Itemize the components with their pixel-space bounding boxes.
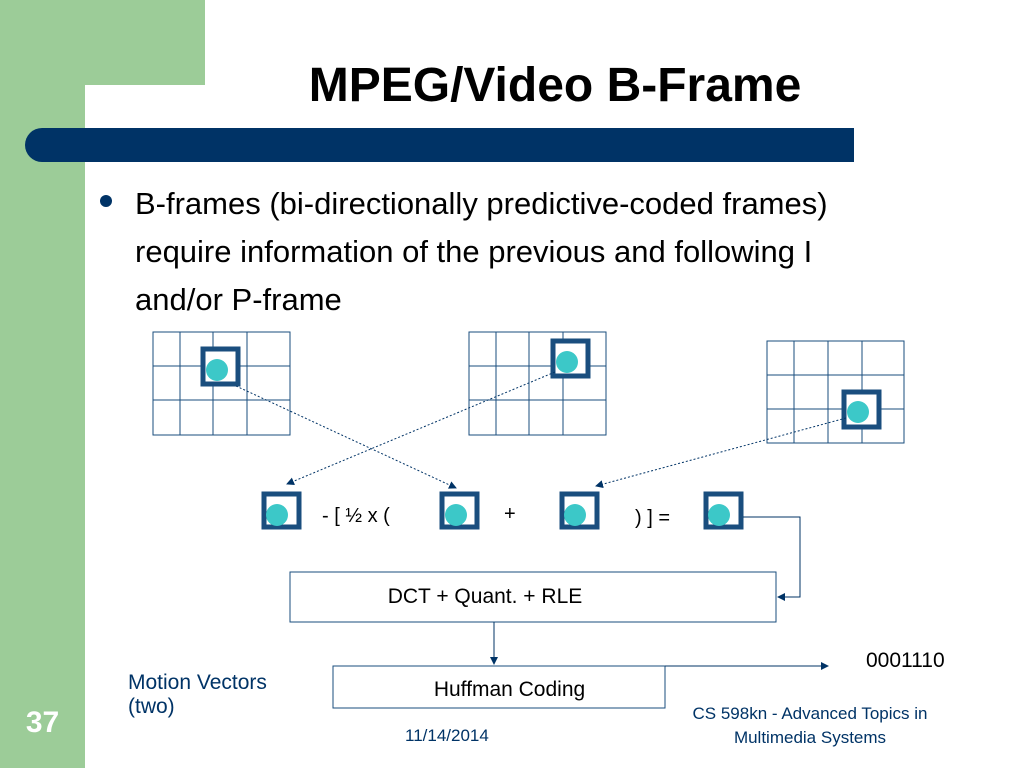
result-to-dct-arrow xyxy=(743,516,801,601)
slide-title: MPEG/Video B-Frame xyxy=(308,59,802,112)
previous-frame-macroblock xyxy=(200,346,241,387)
dct-box-label: DCT + Quant. + RLE xyxy=(387,585,583,608)
motion-arrow-next xyxy=(595,417,847,489)
corner-decorative-block xyxy=(85,0,205,85)
next-frame-macroblock xyxy=(841,389,882,430)
motion-arrow-previous xyxy=(235,385,457,489)
formula-block-previous xyxy=(439,491,480,530)
bullet-icon xyxy=(100,195,112,207)
dct-box xyxy=(289,571,777,623)
title-underline-bar xyxy=(25,128,854,162)
bullet-text: B-frames (bi-directionally predictive-co… xyxy=(135,186,828,317)
footer-date: 11/14/2014 xyxy=(405,726,489,745)
motion-vectors-label: Motion Vectors (two) xyxy=(128,671,267,718)
footer-course: CS 598kn - Advanced Topics in Multimedia… xyxy=(692,704,928,747)
next-frame-grid xyxy=(766,340,905,444)
motion-arrow-current xyxy=(286,371,556,485)
current-frame-macroblock xyxy=(550,338,591,379)
formula-block-result xyxy=(703,491,744,530)
formula-plus-label: + xyxy=(504,503,516,525)
formula-minus-label: - [ ½ x ( xyxy=(322,505,390,527)
formula-end-label: ) ] = xyxy=(635,507,671,529)
formula-block-current xyxy=(261,491,302,530)
huffman-box xyxy=(332,665,666,709)
bitstream-label: 0001110 xyxy=(866,649,945,672)
huffman-box-label: Huffman Coding xyxy=(433,678,586,701)
slide-number: 37 xyxy=(25,706,60,739)
formula-block-next xyxy=(559,491,600,530)
